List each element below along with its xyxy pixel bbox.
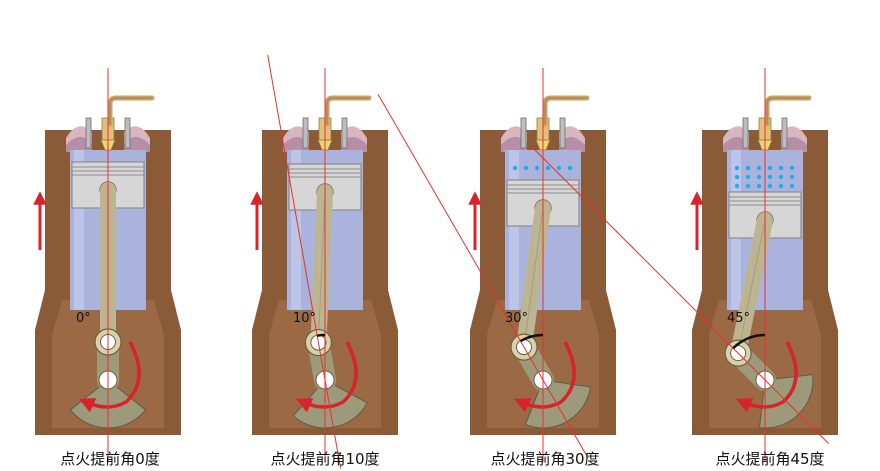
valve-right — [781, 117, 788, 149]
valve-left — [742, 117, 749, 149]
pipe-outline — [544, 97, 588, 125]
fuel-spray-dot — [545, 165, 551, 171]
advance-angle-line — [267, 54, 342, 469]
fuel-spray-dot — [767, 165, 773, 171]
valve-left — [520, 117, 527, 149]
head-band-left — [501, 136, 527, 152]
valve-right — [559, 117, 566, 149]
valve-left — [302, 117, 309, 149]
valve-left — [85, 117, 92, 149]
head-band-right — [559, 136, 585, 152]
pipe — [324, 95, 372, 127]
fuel-spray-dot — [789, 165, 795, 171]
fuel-spray-dot — [745, 174, 751, 180]
cylinder-highlight — [74, 150, 84, 310]
fuel-spray-dot — [556, 165, 562, 171]
fuel-spray-dot — [734, 183, 740, 189]
angle-arc — [519, 333, 544, 343]
pipe-outline — [326, 97, 370, 125]
fuel-spray-dot — [756, 174, 762, 180]
angle-arc — [316, 333, 326, 337]
rotation-arrow — [78, 341, 141, 413]
head-band-right — [341, 136, 367, 152]
head-band-left — [723, 136, 749, 152]
engine-panel-p45: 45° — [531, 68, 838, 462]
engine-panel-p10: 10° — [250, 54, 398, 469]
fuel-spray-dot — [745, 165, 751, 171]
fuel-spray-dot — [789, 174, 795, 180]
connecting-rod-edge — [523, 207, 544, 348]
pipe — [542, 95, 590, 127]
angle-label-p10: 10° — [293, 311, 316, 326]
fuel-spray-dot — [523, 165, 529, 171]
connecting-rod-edge — [737, 219, 766, 354]
fuel-spray-dot — [789, 183, 795, 189]
fuel-spray-dot — [778, 183, 784, 189]
fuel-spray-dot — [534, 165, 540, 171]
head-band-right — [124, 136, 150, 152]
connecting-rod-edge — [317, 191, 326, 343]
cylinder-highlight — [509, 150, 519, 310]
cylinder-highlight — [291, 150, 301, 310]
pipe — [764, 95, 812, 127]
fuel-spray-dot — [734, 165, 740, 171]
angle-label-p0: 0° — [76, 311, 91, 326]
pipe-outline — [109, 97, 153, 125]
fuel-spray-dot — [756, 183, 762, 189]
fuel-spray-dot — [767, 174, 773, 180]
caption-45: 点火提前角45度 — [715, 450, 825, 468]
rotation-arrow — [295, 341, 358, 413]
angle-label-p45: 45° — [727, 311, 750, 326]
fuel-spray-dot — [567, 165, 573, 171]
fuel-spray-dot — [767, 183, 773, 189]
advance-angle-line — [531, 146, 829, 444]
head-band-left — [66, 136, 92, 152]
caption-30: 点火提前角30度 — [490, 450, 600, 468]
pipe-outline — [766, 97, 810, 125]
head-band-right — [781, 136, 807, 152]
head-band-left — [283, 136, 309, 152]
rotation-arrow — [513, 341, 576, 413]
caption-0: 点火提前角0度 — [60, 450, 160, 468]
fuel-spray-dot — [734, 174, 740, 180]
advance-angle-line — [377, 93, 589, 459]
angle-label-p30: 30° — [505, 311, 528, 326]
angle-arc — [732, 333, 766, 350]
pipe — [107, 95, 155, 127]
fuel-spray-dot — [778, 174, 784, 180]
fuel-spray-dot — [756, 165, 762, 171]
caption-10: 点火提前角10度 — [270, 450, 380, 468]
engine-panel-p0: 0° — [33, 68, 181, 462]
engine-panel-p30: 30° — [377, 68, 616, 462]
fuel-spray-dot — [745, 183, 751, 189]
fuel-spray-dot — [512, 165, 518, 171]
valve-right — [124, 117, 131, 149]
fuel-spray-dot — [778, 165, 784, 171]
valve-right — [341, 117, 348, 149]
rotation-arrow — [735, 341, 798, 413]
